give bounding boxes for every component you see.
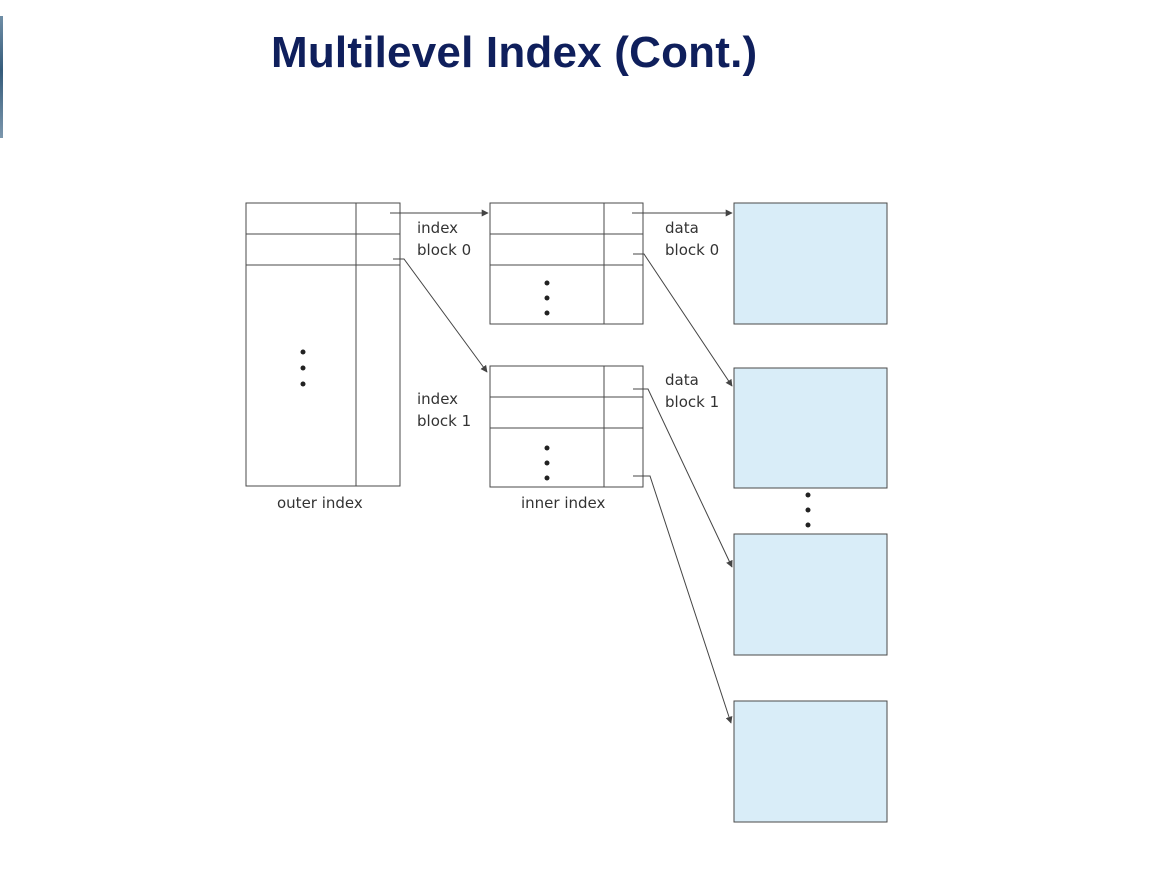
data-block-2 — [733, 533, 888, 656]
outer-index-table — [245, 202, 401, 487]
index-block-1-to-data-block-3-arrow — [633, 475, 733, 724]
index-block-1-ellipsis-dot — [544, 475, 550, 481]
outer-index-ellipsis-dot — [300, 381, 306, 387]
index-block-1-label: index — [417, 390, 458, 408]
index-block-0-ellipsis-dot — [544, 280, 550, 286]
index-block-0-frame — [489, 202, 644, 325]
index-block-0-ellipsis-dot — [544, 295, 550, 301]
index-block-1-frame — [489, 365, 644, 488]
outer-index-caption: outer index — [277, 494, 363, 512]
index-block-1-label: block 1 — [417, 412, 471, 430]
data-block-0-label: block 0 — [665, 241, 719, 259]
slide-title: Multilevel Index (Cont.) — [271, 28, 758, 77]
index-block-0-ellipsis-dot — [544, 310, 550, 316]
data-block-0-label: data — [665, 219, 699, 237]
data-blocks-ellipsis-dot — [805, 507, 811, 513]
data-block-1-label: data — [665, 371, 699, 389]
index-block-0 — [489, 202, 644, 325]
index-block-1 — [489, 365, 644, 488]
outer-to-index-block-1-arrow — [393, 258, 488, 373]
data-block-1 — [733, 367, 888, 489]
index-block-1-ellipsis-dot — [544, 460, 550, 466]
index-block-1-to-data-block-2-arrow — [633, 388, 733, 568]
outer-index-ellipsis-dot — [300, 365, 306, 371]
index-block-1-ellipsis-dot — [544, 445, 550, 451]
index-block-0-to-data-block-1-arrow — [633, 253, 733, 387]
data-blocks-ellipsis-dot — [805, 522, 811, 528]
data-blocks-ellipsis-dot — [805, 492, 811, 498]
outer-index-frame — [245, 202, 401, 487]
index-block-0-label: block 0 — [417, 241, 471, 259]
data-block-1-label: block 1 — [665, 393, 719, 411]
data-block-3 — [733, 700, 888, 823]
slide-edge-strip — [0, 16, 3, 138]
data-block-0 — [733, 202, 888, 325]
outer-index-ellipsis-dot — [300, 349, 306, 355]
index-block-0-label: index — [417, 219, 458, 237]
inner-index-caption: inner index — [521, 494, 606, 512]
